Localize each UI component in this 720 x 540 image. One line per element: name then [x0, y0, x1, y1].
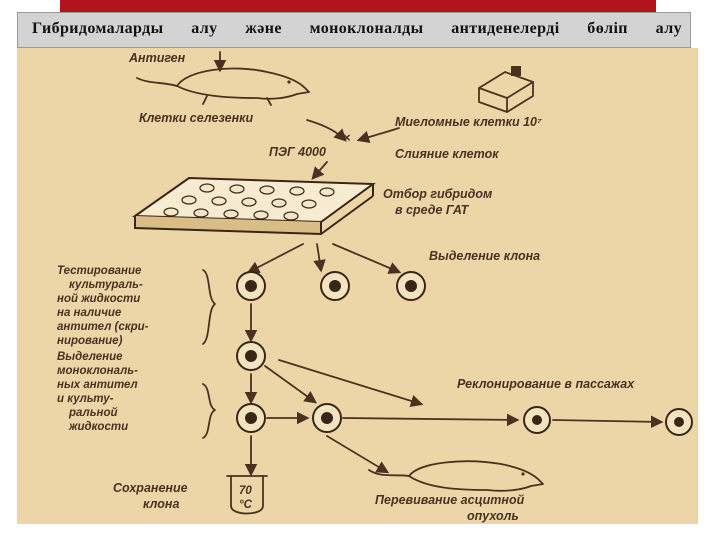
cell-selected	[236, 341, 266, 371]
arrow-plate-to-clone-1	[246, 243, 304, 274]
label-isolation: Выделение моноклональ- ных антител и кул…	[57, 351, 138, 433]
label-ascites-line2: опухоль	[467, 509, 519, 523]
label-testing: Тестирование культураль- ной жидкости на…	[57, 265, 149, 347]
label-ascites-line1: Перевивание асцитной	[375, 493, 525, 507]
svg-text:Тестирование: Тестирование	[57, 265, 142, 277]
arrow-spleen-to-fusion	[306, 119, 347, 142]
svg-text:жидкости: жидкости	[68, 421, 128, 433]
well-plate-icon	[131, 176, 376, 236]
slide-title: Гибридомаларды алу және моноклоналды ант…	[32, 20, 682, 37]
brace-isolation	[202, 383, 216, 439]
arrow-plate-to-clone-2	[313, 243, 326, 273]
label-storage-line2: клона	[143, 497, 179, 511]
label-selection-line1: Отбор гибридом	[383, 187, 492, 201]
mouse-ascites-icon	[368, 460, 544, 492]
accent-bar	[60, 0, 656, 12]
label-myeloma-cells: Миеломные клетки 10⁷	[395, 115, 542, 129]
svg-text:°С: °С	[239, 499, 253, 511]
label-spleen-cells: Клетки селезенки	[139, 111, 253, 125]
arrow-row-3-to-4	[552, 415, 664, 429]
cell-clone-3	[396, 271, 426, 301]
arrow-to-mouse	[326, 435, 390, 474]
label-storage-line1: Сохранение	[113, 481, 188, 495]
label-peg: ПЭГ 4000	[269, 145, 326, 159]
svg-text:культураль-: культураль-	[69, 279, 143, 291]
cell-clone-2	[320, 271, 350, 301]
svg-text:70: 70	[239, 485, 252, 497]
svg-text:нирование): нирование)	[57, 335, 123, 347]
fusion-mark: ×	[343, 131, 351, 145]
mouse-icon	[136, 67, 310, 106]
svg-text:Выделение: Выделение	[57, 351, 123, 363]
arrow-plate-to-clone-3	[332, 243, 402, 274]
arrow-myeloma-to-fusion	[356, 127, 400, 144]
svg-text:ных антител: ных антител	[57, 379, 138, 391]
label-antigen: Антиген	[128, 51, 186, 65]
cell-clone-1	[236, 271, 266, 301]
cell-row-4	[665, 408, 693, 436]
svg-text:и культу-: и культу-	[57, 393, 114, 405]
svg-text:антител (скри-: антител (скри-	[57, 321, 149, 333]
brace-testing	[202, 269, 216, 345]
title-box: Гибридомаларды алу және моноклоналды ант…	[17, 12, 691, 48]
cell-row-3	[523, 406, 551, 434]
label-recloning: Реклонирование в пассажах	[457, 377, 635, 391]
storage-tube-icon: 70 °С	[226, 475, 268, 515]
hybridoma-diagram: Антиген Клетки селезенки Миеломные клетк…	[17, 48, 698, 524]
arrow-fusion-to-plate	[311, 161, 328, 180]
svg-text:моноклональ-: моноклональ-	[57, 365, 138, 377]
culture-bottle-icon	[478, 66, 534, 113]
label-fusion: Слияние клеток	[395, 147, 499, 161]
arrow-selected-diagonal	[264, 365, 318, 404]
arrow-row-2-to-3	[342, 413, 520, 427]
arrow-to-recloning	[278, 359, 424, 408]
svg-text:ральной: ральной	[68, 407, 118, 419]
label-clone-isolation: Выделение клона	[429, 249, 540, 263]
label-selection-line2: в среде ГАТ	[395, 203, 470, 217]
svg-text:ной жидкости: ной жидкости	[57, 293, 140, 305]
cell-row-1	[236, 403, 266, 433]
bottle-cap	[511, 66, 521, 76]
diagram-canvas: Антиген Клетки селезенки Миеломные клетк…	[57, 51, 693, 523]
cell-row-2	[312, 403, 342, 433]
svg-text:на наличие: на наличие	[57, 307, 122, 319]
